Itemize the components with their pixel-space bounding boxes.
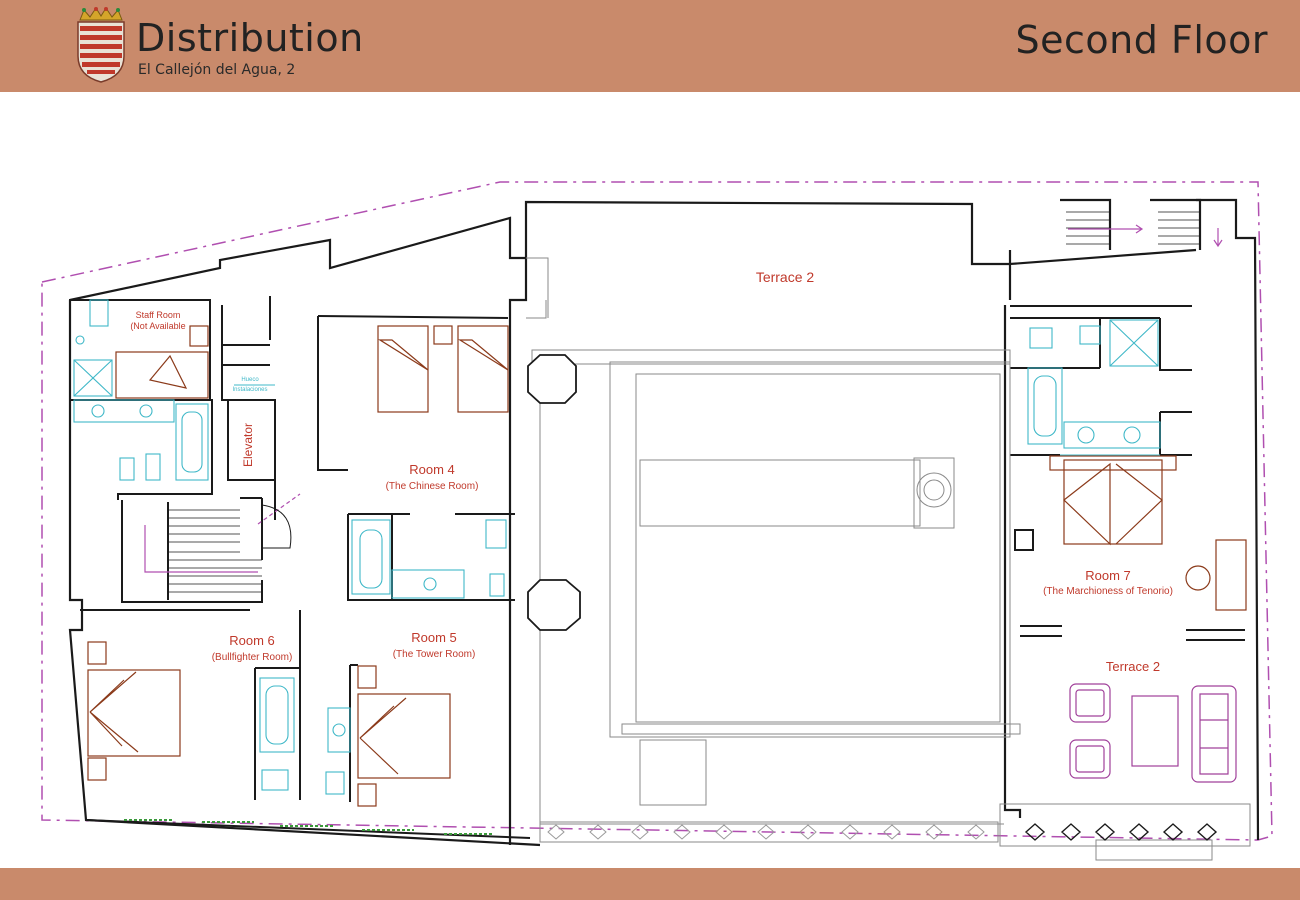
room6-name: (Bullfighter Room) bbox=[212, 652, 293, 663]
floor-plan: Staff Room (Not Available Hueco Instalac… bbox=[41, 181, 1273, 861]
coat-of-arms-icon bbox=[77, 7, 125, 83]
terrace-right-label: Terrace 2 bbox=[1106, 659, 1160, 674]
room7-name: (The Marchioness of Tenorio) bbox=[1043, 586, 1173, 597]
staff-room-label: Staff Room bbox=[136, 310, 181, 320]
terrace-top-label: Terrace 2 bbox=[756, 269, 815, 285]
hueco-label: Hueco bbox=[241, 377, 259, 383]
page-subtitle: El Callejón del Agua, 2 bbox=[138, 62, 296, 78]
instalaciones-label: Instalaciones bbox=[232, 387, 267, 393]
elevator-label: Elevator bbox=[241, 423, 255, 467]
room7-label: Room 7 bbox=[1085, 568, 1131, 583]
staff-room-note: (Not Available bbox=[130, 321, 185, 331]
page-title: Distribution bbox=[136, 16, 364, 60]
room5-name: (The Tower Room) bbox=[393, 649, 476, 660]
floor-title: Second Floor bbox=[1015, 18, 1268, 62]
property-boundary bbox=[41, 181, 1273, 841]
room4-label: Room 4 bbox=[409, 462, 455, 477]
room4-name: (The Chinese Room) bbox=[386, 481, 479, 492]
room6-label: Room 6 bbox=[229, 633, 275, 648]
header-band bbox=[0, 0, 1300, 92]
room5-label: Room 5 bbox=[411, 630, 457, 645]
footer-band bbox=[0, 868, 1300, 900]
